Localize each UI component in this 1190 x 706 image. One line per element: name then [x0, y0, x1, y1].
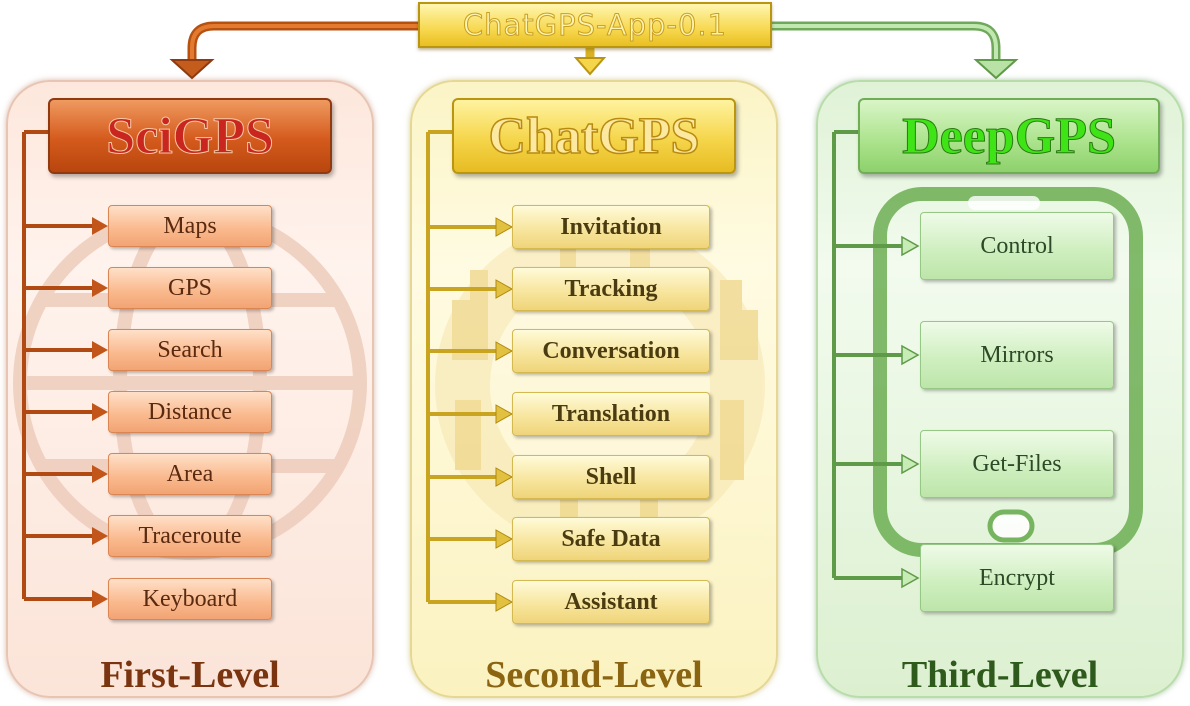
first-branch-connectors — [22, 130, 96, 601]
item-mirrors: Mirrors — [920, 321, 1114, 389]
first-branch-arrowheads — [92, 217, 108, 608]
module-title-scigps: SciGPS — [48, 98, 332, 174]
module-title-deepgps: DeepGPS — [858, 98, 1160, 174]
level-label-third: Third-Level — [901, 654, 1099, 696]
item-get-files: Get-Files — [920, 430, 1114, 498]
root-title: ChatGPS-App-0.1 — [418, 2, 772, 48]
arrow-to-second-icon — [573, 57, 607, 76]
item-traceroute: Traceroute — [108, 515, 272, 557]
item-safe-data: Safe Data — [512, 517, 710, 561]
item-shell: Shell — [512, 455, 710, 499]
item-conversation: Conversation — [512, 329, 710, 373]
item-control: Control — [920, 212, 1114, 280]
item-translation: Translation — [512, 392, 710, 436]
item-encrypt: Encrypt — [920, 544, 1114, 612]
item-search: Search — [108, 329, 272, 371]
item-assistant: Assistant — [512, 580, 710, 624]
item-distance: Distance — [108, 391, 272, 433]
third-branch-arrowheads — [901, 235, 920, 589]
third-branch-connectors — [832, 130, 906, 580]
globe-icon — [13, 206, 367, 560]
item-gps: GPS — [108, 267, 272, 309]
root-connectors — [187, 21, 1001, 64]
second-branch-arrowheads — [495, 217, 514, 612]
item-area: Area — [108, 453, 272, 495]
item-keyboard: Keyboard — [108, 578, 272, 620]
arrow-to-first-icon — [169, 59, 215, 80]
item-maps: Maps — [108, 205, 272, 247]
module-title-chatgps: ChatGPS — [452, 98, 736, 174]
item-invitation: Invitation — [512, 205, 710, 249]
level-label-second: Second-Level — [485, 654, 703, 696]
level-label-first: First-Level — [100, 654, 280, 696]
arrow-to-third-icon — [973, 59, 1019, 80]
second-branch-connectors — [426, 130, 498, 604]
item-tracking: Tracking — [512, 267, 710, 311]
